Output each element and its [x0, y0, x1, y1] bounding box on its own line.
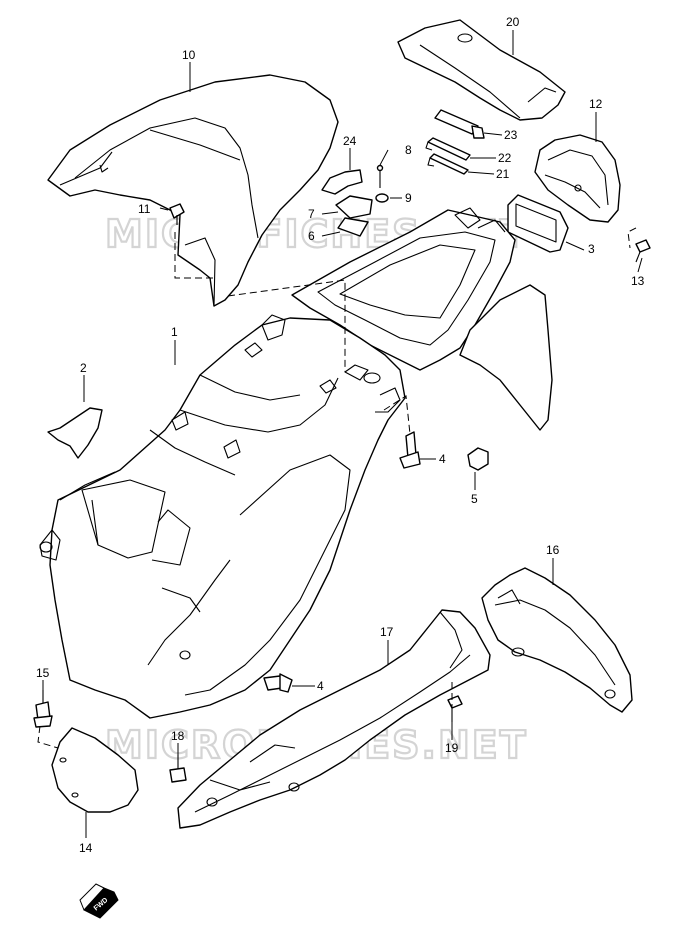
- part-5-cap: [467, 447, 489, 471]
- callout-22: 22: [498, 151, 512, 165]
- part-21-wrench: [427, 153, 469, 175]
- part-14-cover: [51, 727, 139, 813]
- part-6-pad: [337, 217, 369, 237]
- callout-2: 2: [80, 361, 87, 375]
- callout-21: 21: [496, 167, 510, 181]
- callout-18: 18: [171, 729, 185, 743]
- part-24-clip: [321, 169, 363, 195]
- callout-15: 15: [36, 666, 50, 680]
- callout-13: 13: [631, 274, 645, 288]
- part-9-grommet: [375, 193, 389, 203]
- callout-5: 5: [471, 492, 478, 506]
- part-10-seat-cowl: [47, 74, 339, 307]
- part-7-pad: [335, 195, 373, 219]
- callout-11: 11: [138, 202, 151, 216]
- callout-9: 9: [405, 191, 412, 205]
- assembly-dash-lines: [37, 227, 637, 749]
- callout-7: 7: [308, 207, 315, 221]
- callout-20: 20: [506, 15, 520, 29]
- part-13-screw: [635, 239, 651, 263]
- part-8-pin: [376, 164, 384, 188]
- callout-1: 1: [171, 325, 178, 339]
- part-2-plate: [47, 407, 103, 459]
- part-12-taillight-housing: [534, 134, 621, 223]
- callout-24: 24: [343, 134, 357, 148]
- part-15-bolt: [33, 690, 53, 728]
- callout-3: 3: [588, 242, 595, 256]
- part-4-bolt-upper: [399, 431, 421, 469]
- callout-14: 14: [79, 841, 93, 855]
- part-4-bolt-lower: [263, 673, 293, 693]
- part-19-screw: [447, 695, 463, 722]
- part-3-lens: [507, 194, 569, 253]
- part-16-inner-fender: [481, 567, 633, 713]
- callout-6: 6: [308, 229, 315, 243]
- callout-16: 16: [546, 543, 560, 557]
- callout-10: 10: [182, 48, 196, 62]
- part-1-rear-fender: [39, 314, 406, 719]
- part-18-bolt: [169, 755, 187, 783]
- callout-17: 17: [380, 625, 394, 639]
- part-22-wrench: [425, 137, 471, 161]
- callout-23: 23: [504, 128, 518, 142]
- part-11-screw: [169, 203, 185, 225]
- part-23-tool: [434, 109, 485, 139]
- callout-19: 19: [445, 741, 459, 755]
- callout-4-lower: 4: [317, 679, 324, 693]
- fwd-arrow-icon: FWD: [79, 883, 119, 919]
- callout-4-upper: 4: [439, 452, 446, 466]
- callouts: 10 20 12 24 8 9 7 6 11 23 22 21 3 13 1 2…: [36, 15, 645, 855]
- callout-8: 8: [405, 143, 412, 157]
- leader-lines: [42, 30, 643, 838]
- part-20-cover: [397, 19, 566, 121]
- part-17-splash-guard: [177, 609, 491, 829]
- callout-12: 12: [589, 97, 603, 111]
